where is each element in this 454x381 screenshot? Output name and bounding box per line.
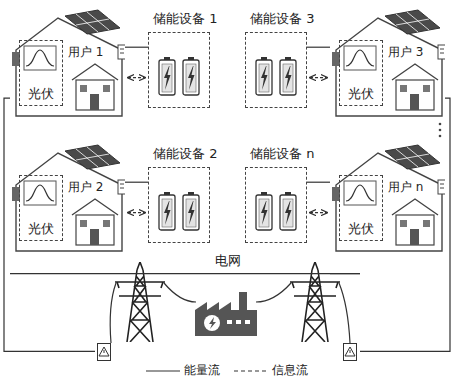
battery-icon	[159, 192, 175, 230]
pv-box: 光伏	[19, 175, 63, 241]
battery-icon	[159, 57, 175, 95]
legend-item: 能量流	[146, 364, 220, 378]
house-icon	[332, 145, 446, 251]
battery-icon	[256, 192, 272, 230]
pv-box: 光伏	[339, 40, 383, 106]
user-house: 用户 n 光伏	[330, 143, 445, 253]
power-plant-icon	[195, 292, 257, 336]
energy-flow-line	[307, 47, 330, 48]
user-label: 用户 n	[388, 181, 423, 195]
user-label: 用户 3	[388, 46, 423, 60]
house-icon	[12, 145, 126, 251]
user-house: 用户 2 光伏	[10, 143, 125, 253]
legend-sample	[234, 368, 268, 374]
pv-label: 光伏	[28, 222, 54, 237]
ellipsis-dots	[439, 123, 442, 138]
info-flow-arrow	[310, 212, 327, 213]
meter-icon	[98, 344, 111, 361]
energy-flow-line	[330, 273, 360, 274]
battery-icon	[280, 192, 296, 230]
battery-icon	[280, 57, 296, 95]
grid-label: 电网	[215, 254, 241, 269]
user-house: 用户 1 光伏	[10, 8, 125, 118]
user-label: 用户 1	[68, 46, 103, 60]
storage-heading: 储能设备 n	[250, 147, 314, 162]
storage-heading: 储能设备 1	[153, 12, 217, 27]
legend: 能量流 信息流	[0, 364, 454, 378]
info-flow-arrow	[310, 77, 327, 78]
storage-box: 储能设备 2	[148, 167, 210, 243]
battery-icon	[183, 192, 199, 230]
storage-box: 储能设备 1	[148, 32, 210, 108]
pv-label: 光伏	[348, 87, 374, 102]
legend-item: 信息流	[234, 364, 308, 378]
storage-box: 储能设备 3	[245, 32, 307, 108]
power-grid	[98, 262, 357, 361]
user-label: 用户 2	[68, 181, 103, 195]
energy-flow-line	[4, 98, 95, 351]
pv-label: 光伏	[28, 87, 54, 102]
battery-icon	[256, 57, 272, 95]
energy-flow-line	[125, 47, 148, 48]
house-icon	[332, 10, 446, 116]
pv-label: 光伏	[348, 222, 374, 237]
batteries	[159, 57, 296, 230]
storage-heading: 储能设备 2	[153, 147, 217, 162]
legend-text: 能量流	[184, 364, 220, 378]
pv-box: 光伏	[339, 175, 383, 241]
house-icon	[12, 10, 126, 116]
battery-icon	[183, 57, 199, 95]
info-flow-arrow	[128, 212, 145, 213]
user-house: 用户 3 光伏	[330, 8, 445, 118]
storage-heading: 储能设备 3	[250, 12, 314, 27]
storage-box: 储能设备 n	[245, 167, 307, 243]
legend-text: 信息流	[272, 364, 308, 378]
meter-icon	[344, 344, 357, 361]
energy-flow-line	[307, 182, 330, 183]
houses	[12, 10, 446, 251]
energy-flow-line	[10, 273, 360, 274]
pv-box: 光伏	[19, 40, 63, 106]
grid-area: 电网	[95, 252, 360, 360]
legend-sample	[146, 368, 180, 374]
energy-flow-line	[125, 182, 148, 183]
info-flow-arrow	[128, 77, 145, 78]
